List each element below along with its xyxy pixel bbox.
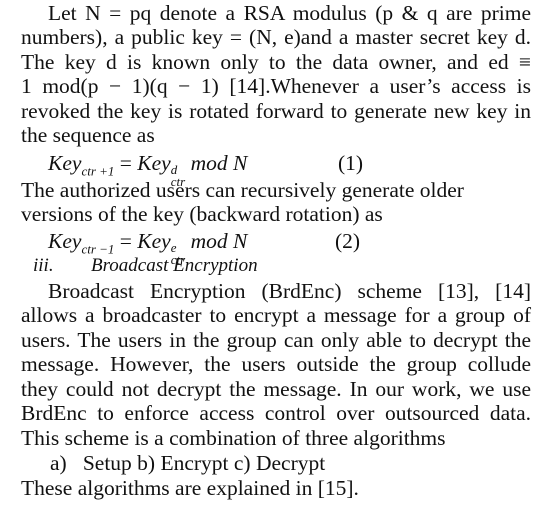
- eq2-mod: mod N: [185, 229, 248, 253]
- para3-line4: message. However, the users outside the …: [21, 352, 531, 376]
- eq1-rhs-superscript: d: [170, 162, 178, 177]
- para2-line2: versions of the key (backward rotation) …: [21, 202, 383, 226]
- para1-line2: numbers), a public key = (N, e)and a mas…: [21, 25, 531, 49]
- para3-line2: allows a broadcaster to encrypt a messag…: [21, 303, 531, 327]
- algorithm-list: a) Setup b) Encrypt c) Decrypt: [50, 451, 326, 475]
- equation-1-number: (1): [338, 151, 364, 175]
- para1-line3: The key d is known only to the data owne…: [21, 50, 531, 74]
- equation-2-number: (2): [335, 229, 361, 253]
- eq2-rhs: Key: [137, 229, 171, 253]
- eq1-equals: =: [114, 151, 138, 175]
- eq2-rhs-superscript: e: [170, 240, 177, 255]
- para3-line6: BrdEnc to enforce access control over ou…: [21, 401, 531, 425]
- section-title: Broadcast Encryption: [91, 255, 258, 276]
- eq2-lhs-subscript: ctr −1: [81, 241, 115, 257]
- para1-line6: the sequence as: [21, 123, 155, 147]
- eq2-equals: =: [114, 229, 138, 253]
- eq2-lhs: Key: [48, 229, 82, 253]
- section-numeral: iii.: [33, 255, 54, 276]
- para3-line5: they could not decrypt the message. In o…: [21, 377, 531, 401]
- para3-line1: Broadcast Encryption (BrdEnc) scheme [13…: [48, 279, 531, 303]
- eq1-lhs-subscript: ctr +1: [81, 163, 115, 179]
- eq1-lhs: Key: [48, 151, 82, 175]
- eq2-rhs-subscript: ctr: [170, 252, 186, 267]
- para1-line5: revoked the key is rotated forward to ge…: [21, 99, 531, 123]
- para3-line7: This scheme is a combination of three al…: [21, 426, 446, 450]
- para3-line3: users. The users in the group can only a…: [21, 328, 531, 352]
- eq1-mod: mod N: [185, 151, 248, 175]
- para2-line1: The authorized users can recursively gen…: [21, 178, 464, 202]
- para1-line4: 1 mod(p − 1)(q − 1) [14].Whenever a user…: [21, 74, 531, 98]
- eq1-rhs: Key: [137, 151, 171, 175]
- final-line: These algorithms are explained in [15].: [21, 476, 359, 500]
- para1-line1: Let N = pq denote a RSA modulus (p & q a…: [48, 1, 531, 25]
- eq1-rhs-subscript: ctr: [170, 174, 186, 189]
